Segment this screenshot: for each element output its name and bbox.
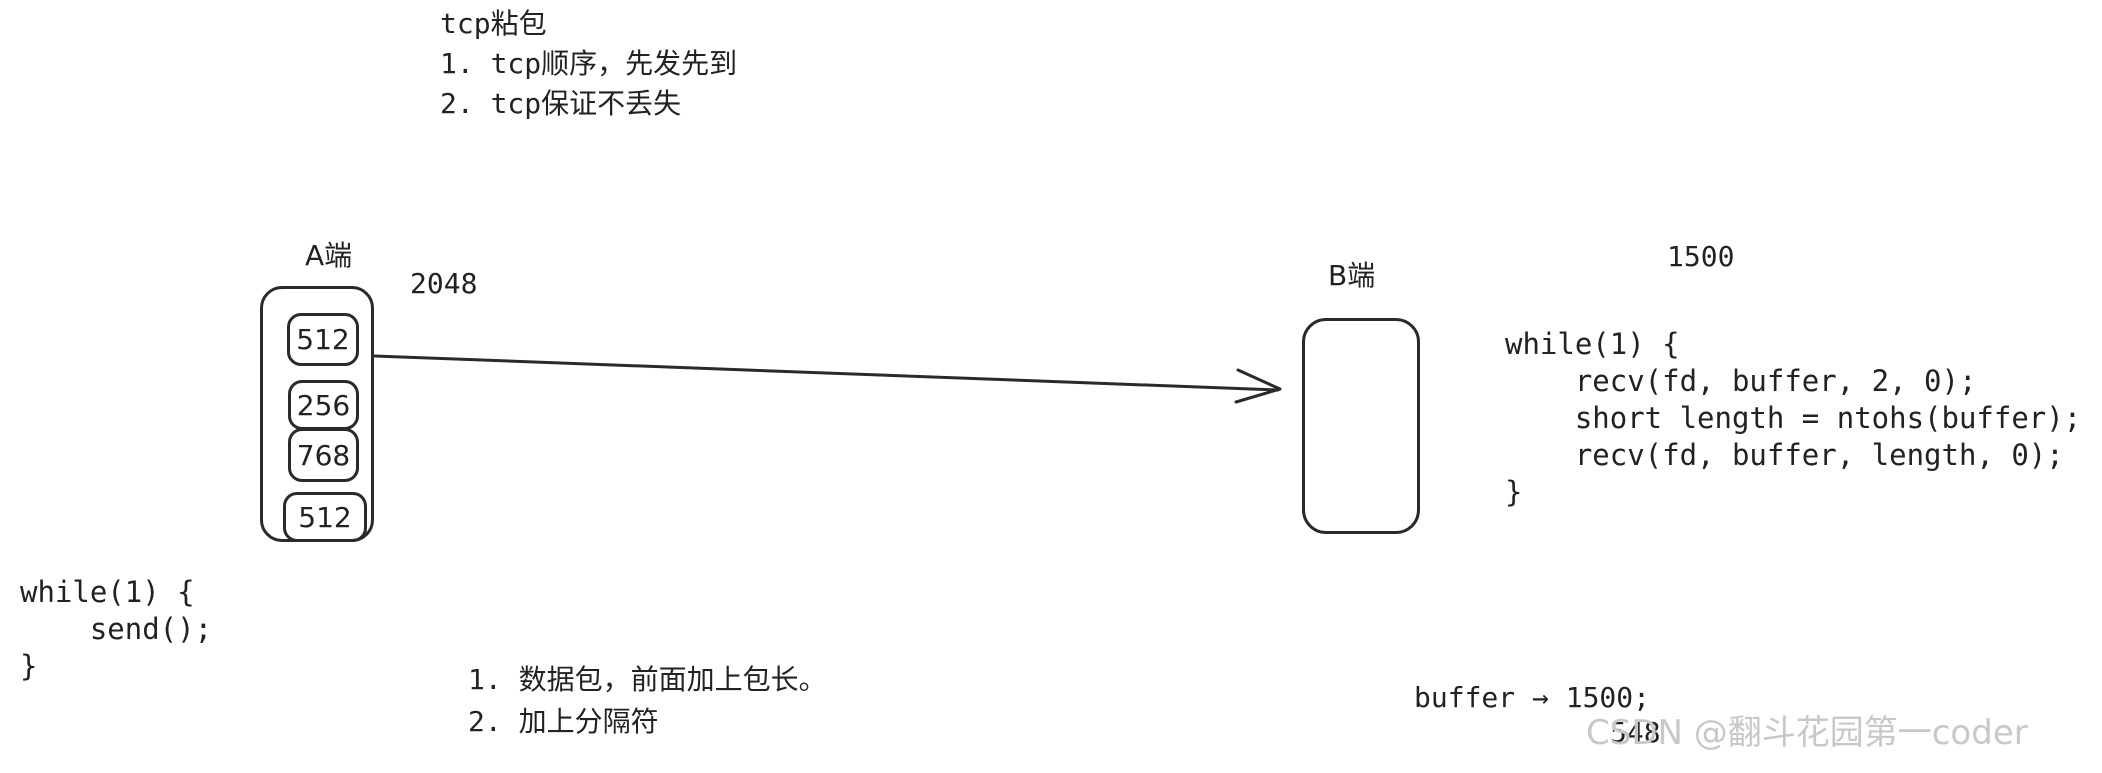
a-side-total: 2048 (410, 267, 478, 300)
code-line: recv(fd, buffer, 2, 0); (1505, 364, 1977, 398)
packet-chip: 512 (287, 313, 359, 366)
a-side-label: A端 (305, 239, 353, 272)
code-line: recv(fd, buffer, length, 0); (1505, 438, 2064, 472)
code-line: while(1) { (20, 575, 195, 609)
watermark: CSDN @翻斗花园第一coder (1586, 713, 2028, 753)
solution-2: 2. 加上分隔符 (468, 705, 659, 738)
receiver-code: while(1) { recv(fd, buffer, 2, 0); short… (1505, 326, 2081, 511)
notes-line-1: 1. tcp顺序，先发先到 (440, 47, 738, 80)
notes-title: tcp粘包 (440, 7, 547, 40)
receiver-buffer (1302, 318, 1420, 534)
buffer-note: buffer → 1500; (1414, 681, 1651, 714)
buffer-remainder: 548 (1610, 716, 1661, 749)
packet-chip: 768 (288, 428, 359, 482)
code-line: } (20, 649, 38, 683)
sender-code: while(1) { send();} (20, 574, 212, 685)
code-line: while(1) { (1505, 327, 1680, 361)
code-line: send(); (20, 612, 213, 646)
b-side-mtu: 1500 (1667, 240, 1735, 273)
code-line: } (1505, 475, 1523, 509)
packet-chip: 512 (283, 492, 367, 542)
notes-line-2: 2. tcp保证不丢失 (440, 87, 682, 120)
b-side-label: B端 (1328, 259, 1376, 292)
solution-1: 1. 数据包，前面加上包长。 (468, 663, 827, 696)
code-line: short length = ntohs(buffer); (1505, 401, 2082, 435)
